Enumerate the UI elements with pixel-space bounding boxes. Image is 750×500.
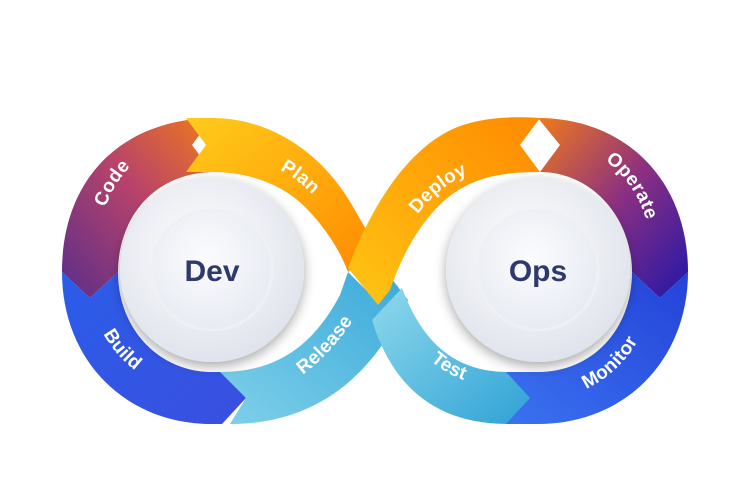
operate-segment [538,118,688,298]
test-segment [372,288,532,424]
plan-segment [186,118,375,272]
ops-hub-label: Ops [509,255,567,288]
code-segment [62,118,212,298]
dev-hub-label: Dev [184,255,239,288]
deploy-segment [348,117,540,305]
monitor-segment [506,272,688,424]
ops-hub [446,178,630,362]
release-segment [220,270,408,424]
build-segment [62,272,246,424]
dev-hub [120,178,304,362]
